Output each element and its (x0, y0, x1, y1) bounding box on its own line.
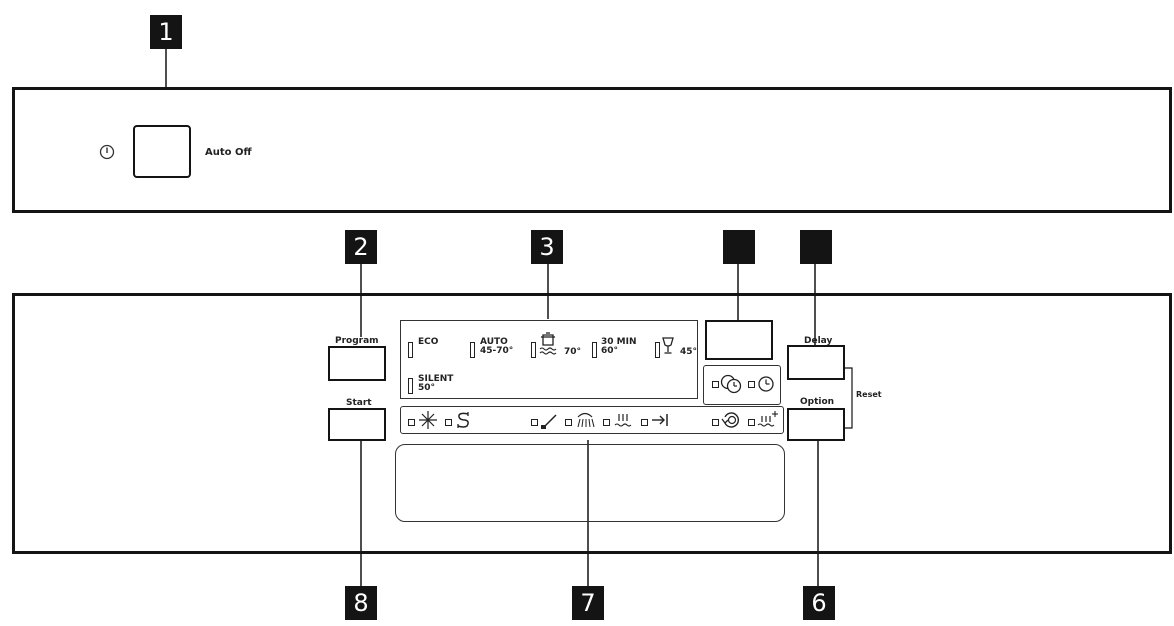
status-strip (400, 406, 784, 434)
power-icon (99, 144, 115, 160)
wash-led (565, 419, 572, 426)
callout-7: 7 (572, 586, 604, 620)
main-control-panel (12, 293, 1172, 554)
wash-icon (577, 412, 595, 428)
eco-led (408, 342, 413, 358)
delay-indicator-box (703, 365, 781, 405)
extra-hygiene-icon (757, 411, 778, 427)
glass-icon (662, 337, 674, 354)
callout-4 (723, 230, 755, 264)
start-label: Start (346, 398, 372, 408)
detergent-icon (541, 414, 557, 429)
quick-led (592, 342, 597, 358)
program-silent-temp: 50° (418, 383, 436, 393)
intensive-pot-icon (539, 332, 557, 355)
dry-led (603, 419, 610, 426)
detergent-led (531, 419, 538, 426)
extra-dry-led (712, 419, 719, 426)
reset-label: Reset (856, 390, 882, 399)
auto-led (470, 342, 475, 358)
end-led (641, 419, 648, 426)
salt-icon (419, 411, 437, 429)
delay-time-icon (758, 376, 774, 392)
delay-3h-led (712, 381, 719, 388)
time-display (705, 320, 773, 360)
dry-icon (614, 414, 632, 427)
delay-3h-icon (720, 374, 742, 394)
salt-led (408, 419, 415, 426)
rinse-aid-icon (457, 412, 469, 428)
program-30min-temp: 60° (601, 346, 619, 356)
intensive-led (531, 342, 536, 358)
callout-8: 8 (345, 586, 377, 620)
program-glass-temp: 45° (680, 347, 698, 357)
silent-led (408, 378, 413, 394)
callout-1: 1 (150, 15, 182, 49)
callout-2: 2 (345, 230, 377, 264)
auto-off-label: Auto Off (205, 147, 252, 158)
program-auto-temp: 45-70° (480, 346, 514, 356)
delay-button[interactable] (787, 345, 845, 380)
end-icon (652, 414, 668, 426)
program-label: Program (335, 336, 379, 346)
program-30min: 30 MIN (601, 337, 637, 347)
callout-3: 3 (531, 230, 563, 264)
program-display (400, 320, 698, 399)
power-button[interactable] (133, 125, 191, 178)
extra-dry-icon (721, 412, 740, 428)
glass-led (655, 342, 660, 358)
program-auto: AUTO (480, 337, 508, 347)
callout-6: 6 (803, 586, 835, 620)
rinse-aid-led (445, 419, 452, 426)
option-button[interactable] (787, 408, 845, 441)
callout-5 (800, 230, 832, 264)
extra-hygiene-led (748, 419, 755, 426)
start-button[interactable] (328, 408, 386, 441)
option-label: Option (800, 397, 835, 407)
program-intensive-temp: 70° (564, 347, 582, 357)
program-silent: SILENT (418, 374, 454, 384)
delay-label: Delay (804, 336, 833, 346)
display-window (395, 444, 785, 522)
delay-time-led (748, 381, 755, 388)
program-button[interactable] (328, 346, 386, 381)
program-eco: ECO (418, 337, 439, 347)
top-control-panel (12, 87, 1172, 213)
